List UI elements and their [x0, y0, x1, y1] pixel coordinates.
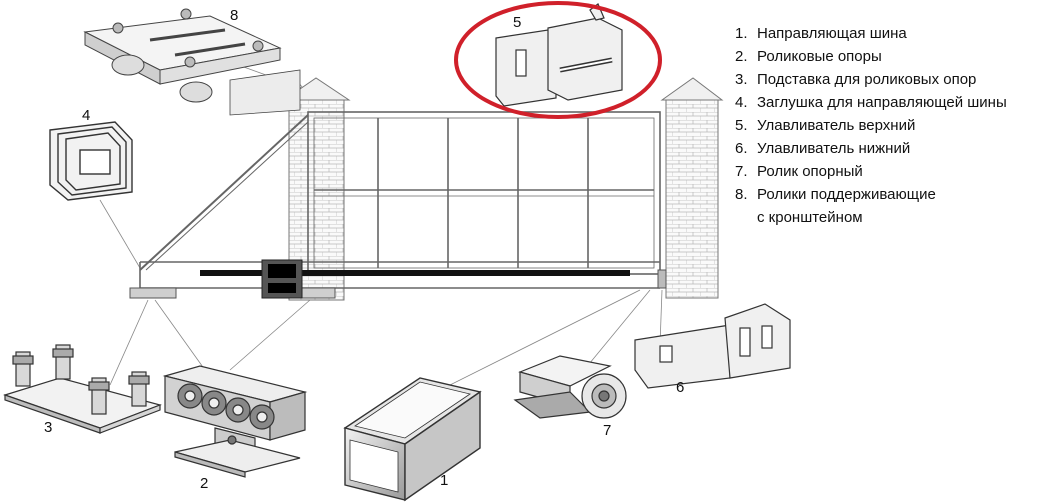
- legend-item: 2. Роликовые опоры: [735, 45, 1007, 68]
- legend-num: 7.: [735, 163, 748, 180]
- legend-text: Роликовые опоры: [757, 48, 882, 65]
- gate-guide-rail: [200, 270, 630, 276]
- left-roller-support: [129, 287, 177, 299]
- motor-box: [261, 259, 303, 299]
- legend-text: Ролики поддерживающие с кронштейном: [757, 186, 936, 226]
- callout-8: 8: [230, 7, 238, 24]
- callout-3: 3: [44, 419, 52, 436]
- support-rollers-bracket: [83, 8, 301, 116]
- legend-item: 5. Улавливатель верхний: [735, 114, 1007, 137]
- roller-carriage: [162, 365, 308, 478]
- legend-text: Улавливатель верхний: [757, 117, 916, 134]
- guide-rail-profile: [343, 377, 482, 502]
- callout-5: 5: [513, 14, 521, 31]
- callout-4: 4: [82, 107, 90, 124]
- legend-text: Улавливатель нижний: [757, 140, 911, 157]
- support-roller: [513, 355, 627, 419]
- legend-num: 2.: [735, 48, 748, 65]
- legend-item: 4. Заглушка для направляющей шины: [735, 91, 1007, 114]
- leader-lines: [99, 61, 663, 396]
- legend-item: 1. Направляющая шина: [735, 22, 1007, 45]
- roller-support-base-plate: [3, 344, 162, 434]
- rail-end-cap: [49, 121, 133, 201]
- legend-num: 8.: [735, 186, 748, 203]
- legend-item: 7. Ролик опорный: [735, 160, 1007, 183]
- legend-num: 1.: [735, 25, 748, 42]
- right-brick-pillar: [660, 77, 724, 299]
- legend-text: Направляющая шина: [757, 25, 907, 42]
- callout-7: 7: [603, 422, 611, 439]
- legend-text: Подставка для роликовых опор: [757, 71, 977, 88]
- legend-num: 6.: [735, 140, 748, 157]
- legend-item: 6. Улавливатель нижний: [735, 137, 1007, 160]
- callout-2: 2: [200, 475, 208, 492]
- lower-catcher: [634, 303, 791, 389]
- parts-legend: 1. Направляющая шина 2. Роликовые опоры 3.…: [735, 22, 1007, 229]
- highlight-ring: [454, 1, 662, 119]
- legend-num: 3.: [735, 71, 748, 88]
- legend-num: 4.: [735, 94, 748, 111]
- legend-text: Ролик опорный: [757, 163, 863, 180]
- callout-6: 6: [676, 379, 684, 396]
- legend-num: 5.: [735, 117, 748, 134]
- gate-panel: [139, 111, 661, 289]
- legend-item: 3. Подставка для роликовых опор: [735, 68, 1007, 91]
- callout-1: 1: [440, 472, 448, 489]
- legend-item: 8. Ролики поддерживающие с кронштейном: [735, 183, 1007, 229]
- lower-catcher-mount: [657, 269, 667, 289]
- legend-text: Заглушка для направляющей шины: [757, 94, 1007, 111]
